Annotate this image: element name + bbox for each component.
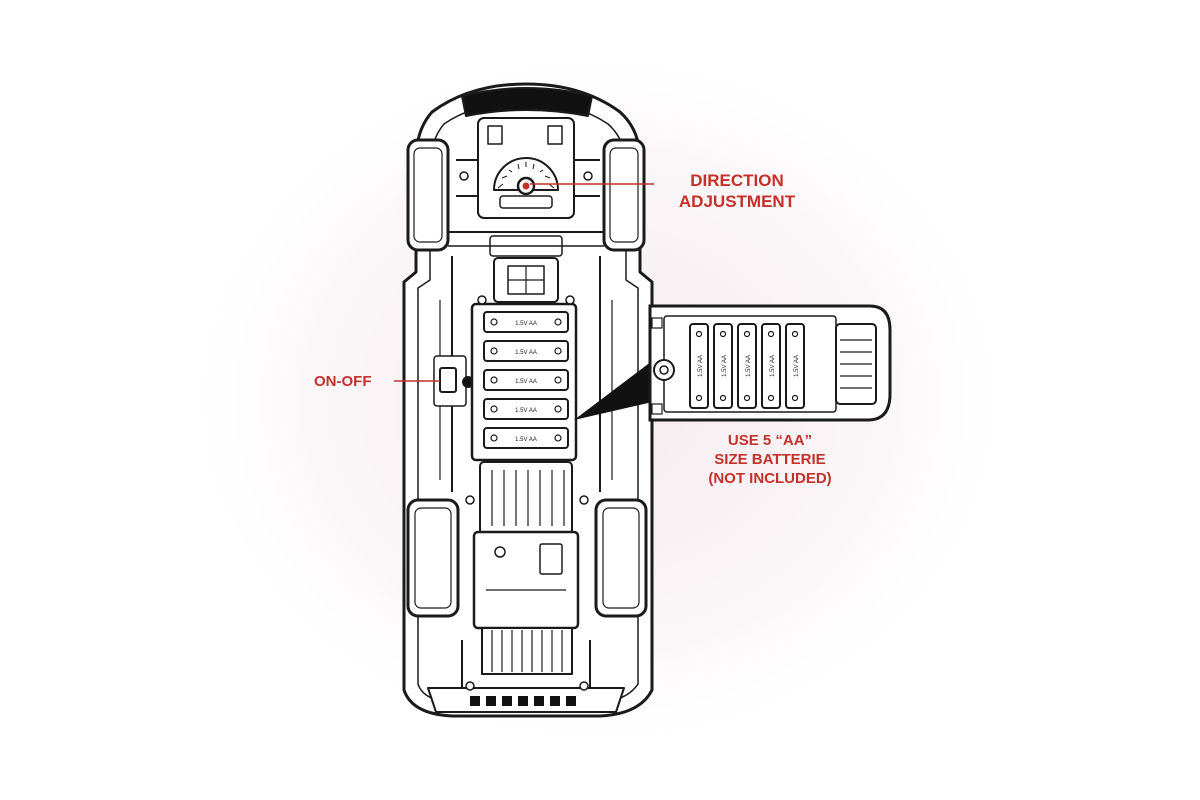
rear-motor: [479, 461, 573, 535]
on-off-label: ON-OFF: [314, 373, 372, 390]
battery-cell: 1.5V AA: [761, 323, 781, 409]
direction-adjustment-label: DIRECTION ADJUSTMENT: [654, 170, 820, 212]
direction-label-line-1: DIRECTION: [690, 171, 784, 190]
battery-cell: 1.5V AA: [483, 427, 569, 449]
main-battery-cells: 1.5V AA 1.5V AA 1.5V AA 1.5V AA 1.5V AA: [483, 311, 569, 449]
battery-cell-label: 1.5V AA: [515, 350, 537, 356]
battery-cell-label: 1.5V AA: [515, 408, 537, 414]
on-off-switch: [439, 367, 457, 393]
battery-cell: 1.5V AA: [689, 323, 709, 409]
battery-cell-label: 1.5V AA: [515, 321, 537, 327]
direction-dial: [493, 157, 559, 191]
direction-label-line-2: ADJUSTMENT: [678, 192, 796, 211]
battery-cell-label: 1.5V AA: [770, 355, 776, 377]
battery-instructions-label: USE 5 “AA” SIZE BATTERIE (NOT INCLUDED): [688, 431, 852, 488]
front-right-wheel: [602, 138, 646, 252]
battery-cell-label: 1.5V AA: [515, 437, 537, 443]
inset-battery-cells: 1.5V AA 1.5V AA 1.5V AA 1.5V AA 1.5V AA: [689, 323, 805, 409]
rear-left-wheel: [406, 498, 460, 618]
battery-cell: 1.5V AA: [483, 398, 569, 420]
battery-cell: 1.5V AA: [483, 369, 569, 391]
zoom-wedge: [574, 352, 670, 420]
battery-label-line-2: SIZE BATTERIE: [714, 451, 826, 468]
rear-skid-plate: [481, 627, 573, 675]
battery-label-line-1: USE 5 “AA”: [727, 432, 813, 449]
rear-right-wheel: [594, 498, 648, 618]
battery-cell-label: 1.5V AA: [794, 355, 800, 377]
front-bumper: [461, 87, 593, 117]
battery-cell-label: 1.5V AA: [515, 379, 537, 385]
front-left-wheel: [406, 138, 450, 252]
battery-cell: 1.5V AA: [483, 311, 569, 333]
battery-label-line-3: (NOT INCLUDED): [708, 470, 832, 487]
callout-leaders: [394, 183, 654, 382]
battery-cell: 1.5V AA: [785, 323, 805, 409]
battery-cell: 1.5V AA: [713, 323, 733, 409]
battery-cell-label: 1.5V AA: [746, 355, 752, 377]
battery-cell: 1.5V AA: [737, 323, 757, 409]
battery-cell: 1.5V AA: [483, 340, 569, 362]
battery-cell-label: 1.5V AA: [722, 355, 728, 377]
battery-cell-label: 1.5V AA: [698, 355, 704, 377]
